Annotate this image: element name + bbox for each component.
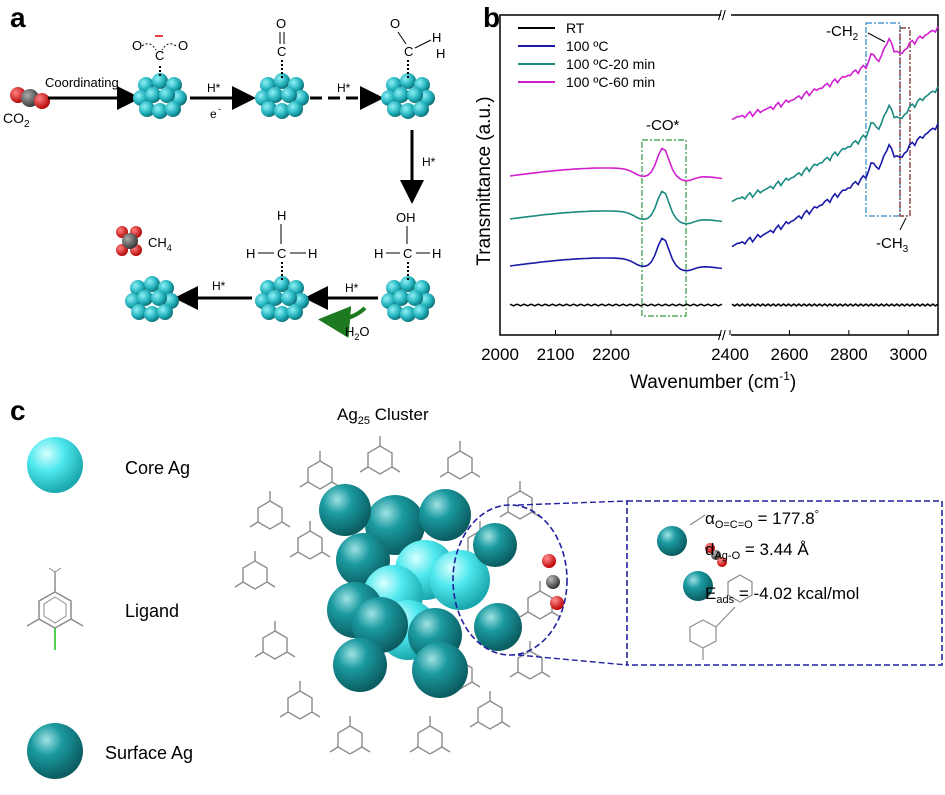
svg-text:H: H [277, 208, 286, 223]
series-line-right [731, 303, 939, 307]
svg-text:O: O [390, 16, 400, 31]
svg-text:H: H [374, 246, 383, 261]
panel-label-a: a [10, 2, 26, 33]
ch4-label: CH4 [148, 235, 172, 253]
legend-ligand: Ligand [125, 601, 179, 621]
inset-distance: dAg-O = 3.44 Å [705, 540, 809, 562]
y-axis-label: Transmittance (a.u.) [474, 96, 495, 266]
panel-label-b: b [483, 2, 501, 33]
svg-text:e: e [210, 107, 217, 121]
svg-text:O: O [132, 38, 142, 53]
legend-entry: 100 ºC [566, 38, 608, 54]
surface-ag-sphere-icon [27, 723, 83, 779]
x-tick-label: 3000 [889, 345, 927, 364]
svg-text:H: H [432, 30, 441, 45]
ligand-icon [26, 567, 84, 650]
adsorbed-co2-icon [542, 554, 564, 610]
ch2-highlight-box [865, 22, 901, 217]
svg-text:O: O [276, 16, 286, 31]
x-tick-label: 2400 [711, 345, 749, 364]
svg-text:C: C [277, 246, 286, 261]
svg-text:C: C [403, 246, 412, 261]
x-tick-label: 2000 [481, 345, 519, 364]
panel-label-c: c [10, 395, 26, 426]
plot-frame-right [729, 14, 939, 336]
cluster-title: Ag25 Cluster [337, 405, 429, 427]
ag-cluster-icon-5 [255, 276, 309, 322]
panel-c-structure: Core Ag Ligand Surface Ag Ag25 Cluster [26, 405, 943, 779]
axis-break-bottom: // [718, 327, 726, 343]
ag25-cluster [319, 484, 522, 698]
series-line-left [509, 190, 723, 225]
ag-cluster-icon-3 [381, 73, 435, 119]
h2o-label: H2O [345, 324, 370, 342]
svg-text:H: H [246, 246, 255, 261]
co2-molecule-icon [10, 87, 50, 109]
svg-text:-: - [218, 104, 221, 114]
ag-cluster-icon-6 [125, 276, 179, 322]
co-highlight-box [641, 139, 687, 317]
x-tick-label: 2200 [592, 345, 630, 364]
svg-text:H: H [308, 246, 317, 261]
legend-surface-ag: Surface Ag [105, 743, 193, 763]
ch3-highlight-box [899, 27, 911, 217]
svg-text:H*: H* [207, 81, 221, 95]
co-annotation: -CO* [646, 117, 679, 134]
svg-text:H*: H* [422, 155, 436, 169]
inset-energy: Eads = -4.02 kcal/mol [705, 584, 859, 606]
adsorption-site-ellipse [452, 504, 568, 656]
x-tick-label: 2100 [537, 345, 575, 364]
svg-text:H*: H* [345, 281, 359, 295]
x-axis-label: Wavenumber (cm-1) [630, 369, 796, 393]
series-line-right [731, 86, 939, 203]
legend-entry: 100 ºC-20 min [566, 56, 655, 72]
svg-text:H*: H* [337, 81, 351, 95]
legend-core-ag: Core Ag [125, 458, 190, 478]
svg-text:C: C [277, 44, 286, 59]
svg-text:OH: OH [396, 210, 416, 225]
ag-cluster-icon-1 [133, 73, 187, 119]
x-tick-label: 2800 [830, 345, 868, 364]
ftir-chart: // // -CO* -CH2 -CH3 RT 100 ºC 100 ºC-20 m… [481, 5, 939, 393]
inset-angle: αO=C=O = 177.8° [705, 509, 819, 531]
axis-break-top: // [718, 7, 726, 23]
ch2-annotation: -CH2 [826, 23, 859, 43]
legend-entry: RT [566, 20, 585, 36]
svg-text:O: O [178, 38, 188, 53]
svg-text:H: H [436, 46, 445, 61]
series-line-right [731, 26, 939, 121]
legend-entry: 100 ºC-60 min [566, 74, 655, 90]
svg-text:C: C [404, 44, 413, 59]
ch4-molecule-icon [116, 226, 142, 256]
svg-text:H*: H* [212, 279, 226, 293]
svg-text:H: H [432, 246, 441, 261]
series-line-left [509, 303, 723, 307]
x-tick-label: 2600 [771, 345, 809, 364]
series-line-right [731, 123, 939, 248]
ag-cluster-icon-4 [381, 276, 435, 322]
ch3-annotation: -CH3 [876, 235, 909, 255]
water-arrow-icon [318, 306, 367, 338]
panel-a-scheme: CO2 Coordinating C O O H* e - C O H* C O… [3, 16, 445, 342]
series-line-left [509, 237, 723, 272]
coordinating-label: Coordinating [45, 75, 119, 90]
series-line-left [509, 147, 723, 182]
ag-cluster-icon-2 [255, 73, 309, 119]
co2-label: CO2 [3, 110, 30, 130]
chart-legend: RT 100 ºC 100 ºC-20 min 100 ºC-60 min [518, 20, 655, 90]
inset-box [626, 500, 943, 666]
svg-text:C: C [155, 48, 164, 63]
core-ag-sphere-icon [27, 437, 83, 493]
